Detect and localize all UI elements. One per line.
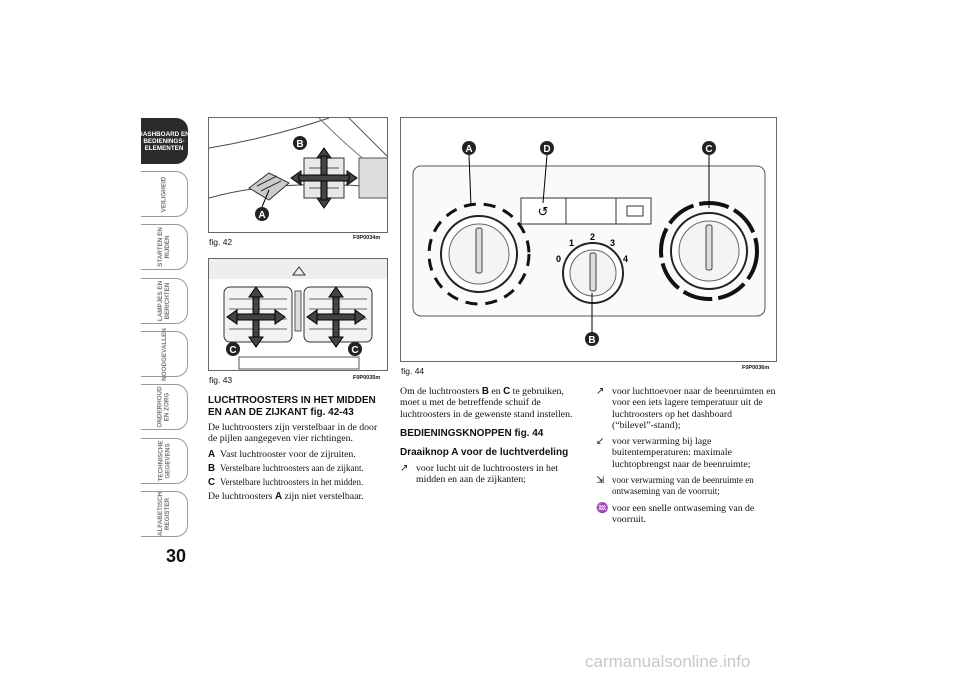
figure-42: B A <box>208 117 388 233</box>
marker-b: B <box>588 335 595 346</box>
marker-a <box>255 207 269 221</box>
controls-heading: BEDIENINGSKNOPPEN fig. 44 <box>400 427 544 439</box>
tab-veiligheid[interactable]: VEILIGHEID <box>141 171 188 217</box>
list-item: ↙voor verwarming bij lage buitentemperat… <box>596 436 751 470</box>
list-item: ↗voor luchttoevoer naar de beenruimten e… <box>596 386 776 431</box>
side-vent-illustration: B A <box>209 118 387 221</box>
fig44-code: F0P0036m <box>742 365 770 371</box>
center-vents-illustration: C C <box>209 259 387 370</box>
climate-controls-illustration: ↺ 0 1 2 3 4 A D C B <box>412 141 766 346</box>
list-item: ♒voor een snelle ontwaseming van de voor… <box>596 502 755 525</box>
marker-c: C <box>705 144 712 155</box>
marker-c-right: C <box>351 345 358 356</box>
feet-icon: ↙ <box>596 436 605 448</box>
knob-a-heading: Draaiknop A voor de luchtverdeling <box>400 447 569 459</box>
fig43-label: fig. 43 <box>209 375 233 385</box>
bilevel-icon: ↗ <box>596 386 605 397</box>
figure-43: C C <box>208 258 388 371</box>
tab-register[interactable]: ALFABETISCH REGISTER <box>141 491 188 537</box>
fan-speed-4: 4 <box>623 254 628 264</box>
left-column: LUCHTROOSTERS IN HET MIDDEN EN AAN DE ZI… <box>208 395 388 507</box>
fan-speed-3: 3 <box>610 238 615 248</box>
fan-speed-0: 0 <box>556 254 561 264</box>
figure-44: ↺ 0 1 2 3 4 A D C B <box>400 117 777 362</box>
marker-d: D <box>543 144 550 155</box>
tab-dashboard[interactable]: DASHBOARD EN BEDIENINGS- ELEMENTEN <box>138 118 190 164</box>
defrost-icon: ♒ <box>596 502 609 514</box>
fig42-label: fig. 42 <box>209 237 233 247</box>
fan-speed-2: 2 <box>590 232 595 242</box>
feet-defrost-icon: ⇲ <box>596 475 605 487</box>
fig44-label: fig. 44 <box>401 366 425 376</box>
middle-column: Om de luchtroosters B en C te gebruiken,… <box>400 386 582 490</box>
vents-outro: De luchtroosters A zijn niet verstelbaar… <box>208 491 364 503</box>
list-item: ↗voor lucht uit de luchtroosters in het … <box>400 462 559 486</box>
recirculation-icon: ↺ <box>538 205 549 220</box>
vents-intro: De luchtroosters zijn verstelbaar in de … <box>208 422 378 445</box>
watermark: carmanualsonline.info <box>585 652 751 671</box>
list-item: ⇲voor verwarming van de beenruimte en on… <box>596 475 754 497</box>
vents-heading: LUCHTROOSTERS IN HET MIDDEN EN AAN DE ZI… <box>208 395 376 418</box>
marker-c-left: C <box>229 345 236 356</box>
tab-starten[interactable]: STARTEN EN RIJDEN <box>141 224 188 270</box>
fig43-code: F0P0035m <box>353 375 381 381</box>
vents-usage: Om de luchtroosters B en C te gebruiken,… <box>400 386 573 420</box>
fig42-code: F0P0034m <box>353 235 381 241</box>
marker-a: A <box>465 144 472 155</box>
tab-noodgevallen[interactable]: NOODGEVALLEN <box>141 328 188 380</box>
vent-face-icon: ↗ <box>400 462 409 474</box>
fan-speed-1: 1 <box>569 238 574 248</box>
page-number: 30 <box>166 546 187 566</box>
right-column: ↗voor luchttoevoer naar de beenruimten e… <box>596 386 776 530</box>
svg-text:B: B <box>296 139 303 150</box>
tab-onderhoud[interactable]: ONDERHOUD EN ZORG <box>141 384 188 430</box>
tab-lampjes[interactable]: LAMPJES EN BERICHTEN <box>141 278 188 324</box>
marker-b <box>293 136 307 150</box>
svg-text:A: A <box>258 210 265 221</box>
tab-technische[interactable]: TECHNISCHE GEGEVENS <box>141 438 188 484</box>
